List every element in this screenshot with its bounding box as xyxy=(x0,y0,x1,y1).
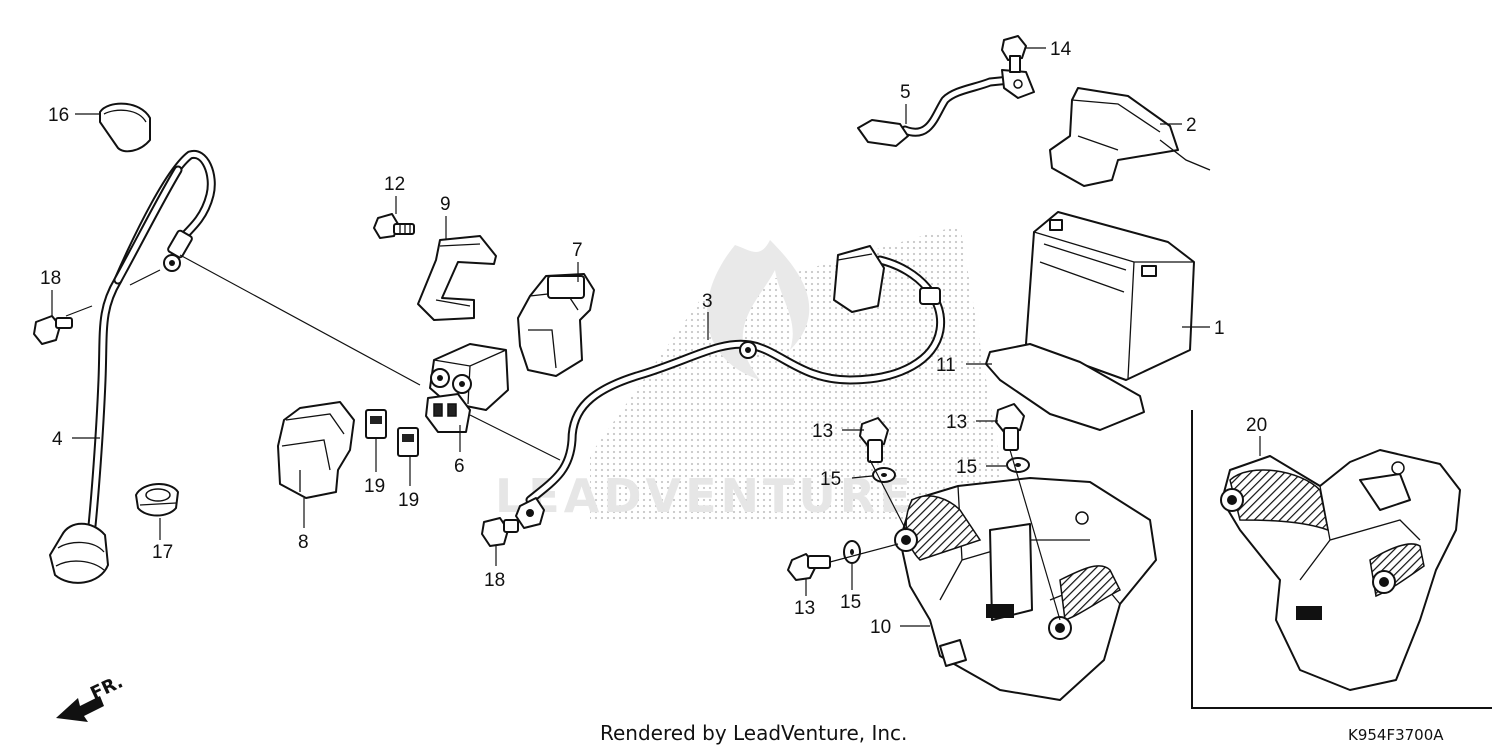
part-6-starter-relay xyxy=(425,343,509,433)
callout-13-b: 13 xyxy=(946,412,967,433)
part-16-clamp-band xyxy=(99,102,151,153)
part-5-negative-cable xyxy=(857,69,1035,147)
callout-1: 1 xyxy=(1214,318,1225,339)
callout-15-a: 15 xyxy=(820,469,841,490)
callout-13-a: 13 xyxy=(812,421,833,442)
front-direction-arrow: FR. xyxy=(56,671,126,722)
part-13-bolt-b xyxy=(995,403,1025,451)
watermark-text: LEADVENTURE xyxy=(495,469,915,523)
callout-9: 9 xyxy=(440,194,451,215)
part-2-battery-band xyxy=(1049,87,1211,187)
callout-6: 6 xyxy=(454,456,465,477)
part-12-bolt xyxy=(373,213,415,239)
part-7-relay-cover xyxy=(517,273,595,377)
callout-16: 16 xyxy=(48,105,69,126)
part-8-relay-cover xyxy=(277,401,355,499)
watermark: LEADVENTURE xyxy=(495,225,1010,523)
callout-7: 7 xyxy=(572,240,583,261)
part-19-fuse-b xyxy=(397,427,419,457)
callout-labels: 1 2 3 4 5 6 7 8 9 10 11 12 13 13 13 14 1… xyxy=(40,39,1267,638)
front-arrow-label: FR. xyxy=(87,671,126,704)
part-18-flange-bolt-center xyxy=(481,517,519,547)
inset-frame xyxy=(1191,410,1492,709)
callout-19-b: 19 xyxy=(398,490,419,511)
callout-18-b: 18 xyxy=(484,570,505,591)
callout-5: 5 xyxy=(900,82,911,103)
callout-11: 11 xyxy=(936,355,956,376)
leader-lines xyxy=(51,47,1261,627)
callout-18-a: 18 xyxy=(40,268,61,289)
callout-17: 17 xyxy=(152,542,173,563)
callout-15-c: 15 xyxy=(840,592,861,613)
part-18-flange-bolt-left xyxy=(33,315,73,345)
diagram-code: K954F3700A xyxy=(1348,726,1444,744)
part-10-battery-case xyxy=(894,477,1157,701)
callout-12: 12 xyxy=(384,174,405,195)
part-15-washer-c xyxy=(843,540,861,564)
callout-14: 14 xyxy=(1050,39,1072,60)
part-14-bolt xyxy=(1001,35,1027,73)
callout-19-a: 19 xyxy=(364,476,385,497)
part-4-starter-cable xyxy=(49,149,216,584)
part-9-relay-bracket xyxy=(417,235,497,321)
part-3-battery-cable xyxy=(515,245,946,529)
callout-15-b: 15 xyxy=(956,457,977,478)
part-15-washer-b xyxy=(1006,457,1030,473)
part-11-battery-pad xyxy=(985,343,1145,431)
callout-3: 3 xyxy=(702,291,713,312)
part-13-bolt-a xyxy=(859,417,889,463)
callout-20: 20 xyxy=(1246,415,1267,436)
callout-2: 2 xyxy=(1186,115,1197,136)
part-19-fuse-a xyxy=(365,409,387,439)
footer-credit: Rendered by LeadVenture, Inc. xyxy=(600,721,907,745)
part-13-bolt-c xyxy=(787,553,831,581)
callout-8: 8 xyxy=(298,532,309,553)
part-20-battery-case xyxy=(1220,449,1461,691)
part-15-washer-a xyxy=(872,467,896,483)
callout-4: 4 xyxy=(52,429,63,450)
callout-10: 10 xyxy=(870,617,891,638)
callout-13-c: 13 xyxy=(794,598,815,619)
part-17-cable-clamp xyxy=(135,483,179,517)
